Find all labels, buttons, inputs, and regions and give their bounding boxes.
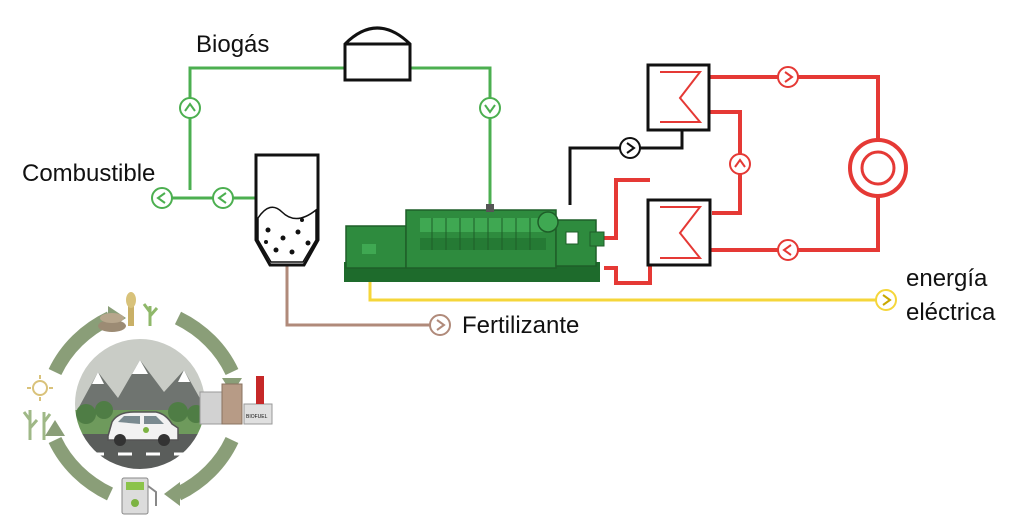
car-icon [107,411,179,446]
label-energy-line1: energía [906,265,988,292]
factory-icon: BIOFUEL [199,376,273,425]
label-energy-line2: eléctrica [906,299,996,326]
flow-arrow-biogas-up [179,97,201,119]
digester-tank [254,153,320,267]
flow-arrow-biogas-down [479,97,501,119]
flow-arrow-exhaust [619,137,641,159]
plant-icon [22,410,52,440]
heat-exchanger-bottom [646,198,712,267]
flow-arrow-fertilizer [429,314,451,336]
gas-holder [343,26,412,82]
fertilizer-pipe [285,262,432,327]
heat-consumer [848,138,908,198]
flow-arrow-fuel-out [151,187,173,209]
label-fuel: Combustible [22,160,155,187]
biomass-icon [98,292,159,332]
engine-generator [344,204,605,282]
flow-arrow-water-up [729,153,751,175]
cycle-arrow-top-right [174,311,239,376]
label-fertilizer: Fertilizante [462,312,579,339]
water-pipe [604,75,880,285]
biofuel-cycle-illustration: BIOFUEL [2,292,278,518]
cycle-arrow-bottom-left [48,436,114,501]
sun-icon [27,375,53,401]
fuel-pump-icon [121,477,157,515]
heat-exchanger-top [646,63,711,132]
cycle-arrow-bottom-right [174,436,239,501]
flow-arrow-digester-out [212,187,234,209]
flow-arrow-water-bottom [777,239,799,261]
flow-arrow-electric [875,289,897,311]
biofuel-sign: BIOFUEL [246,414,268,420]
label-biogas: Biogás [196,31,269,58]
flow-arrow-water-top [777,66,799,88]
